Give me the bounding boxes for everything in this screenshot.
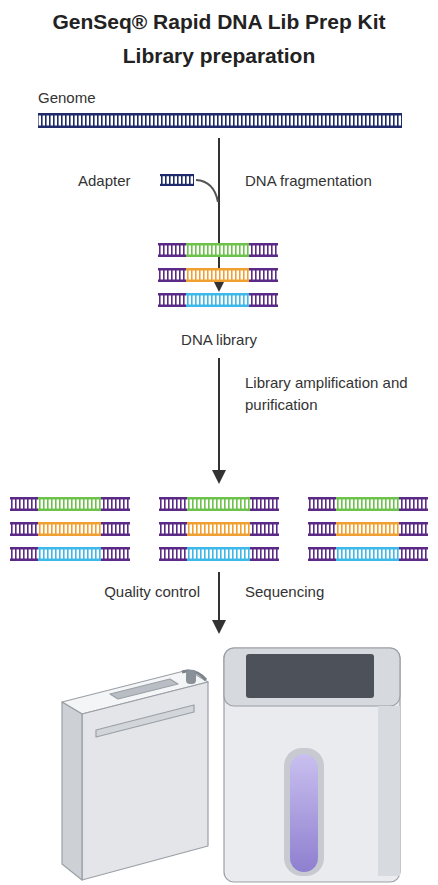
subtitle: Library preparation — [0, 42, 438, 70]
genome-dna — [38, 113, 402, 128]
adapter-icon — [160, 174, 218, 202]
step-label: Genome — [38, 88, 238, 108]
step-label: Library amplification and purification — [245, 372, 415, 416]
step-label: DNA library — [0, 330, 438, 350]
step-label: Adapter — [78, 171, 158, 191]
title: GenSeq® Rapid DNA Lib Prep Kit — [0, 8, 438, 36]
qc-instrument — [62, 670, 208, 880]
dna-library-fragments — [158, 243, 278, 307]
step-label: Sequencing — [245, 582, 425, 602]
step-label: Quality control — [40, 582, 200, 602]
amplified-library — [10, 497, 428, 561]
sequencer-instrument — [224, 648, 400, 882]
step-label: DNA fragmentation — [245, 171, 435, 191]
flow-arrow — [212, 572, 226, 634]
flow-arrow — [212, 358, 226, 484]
